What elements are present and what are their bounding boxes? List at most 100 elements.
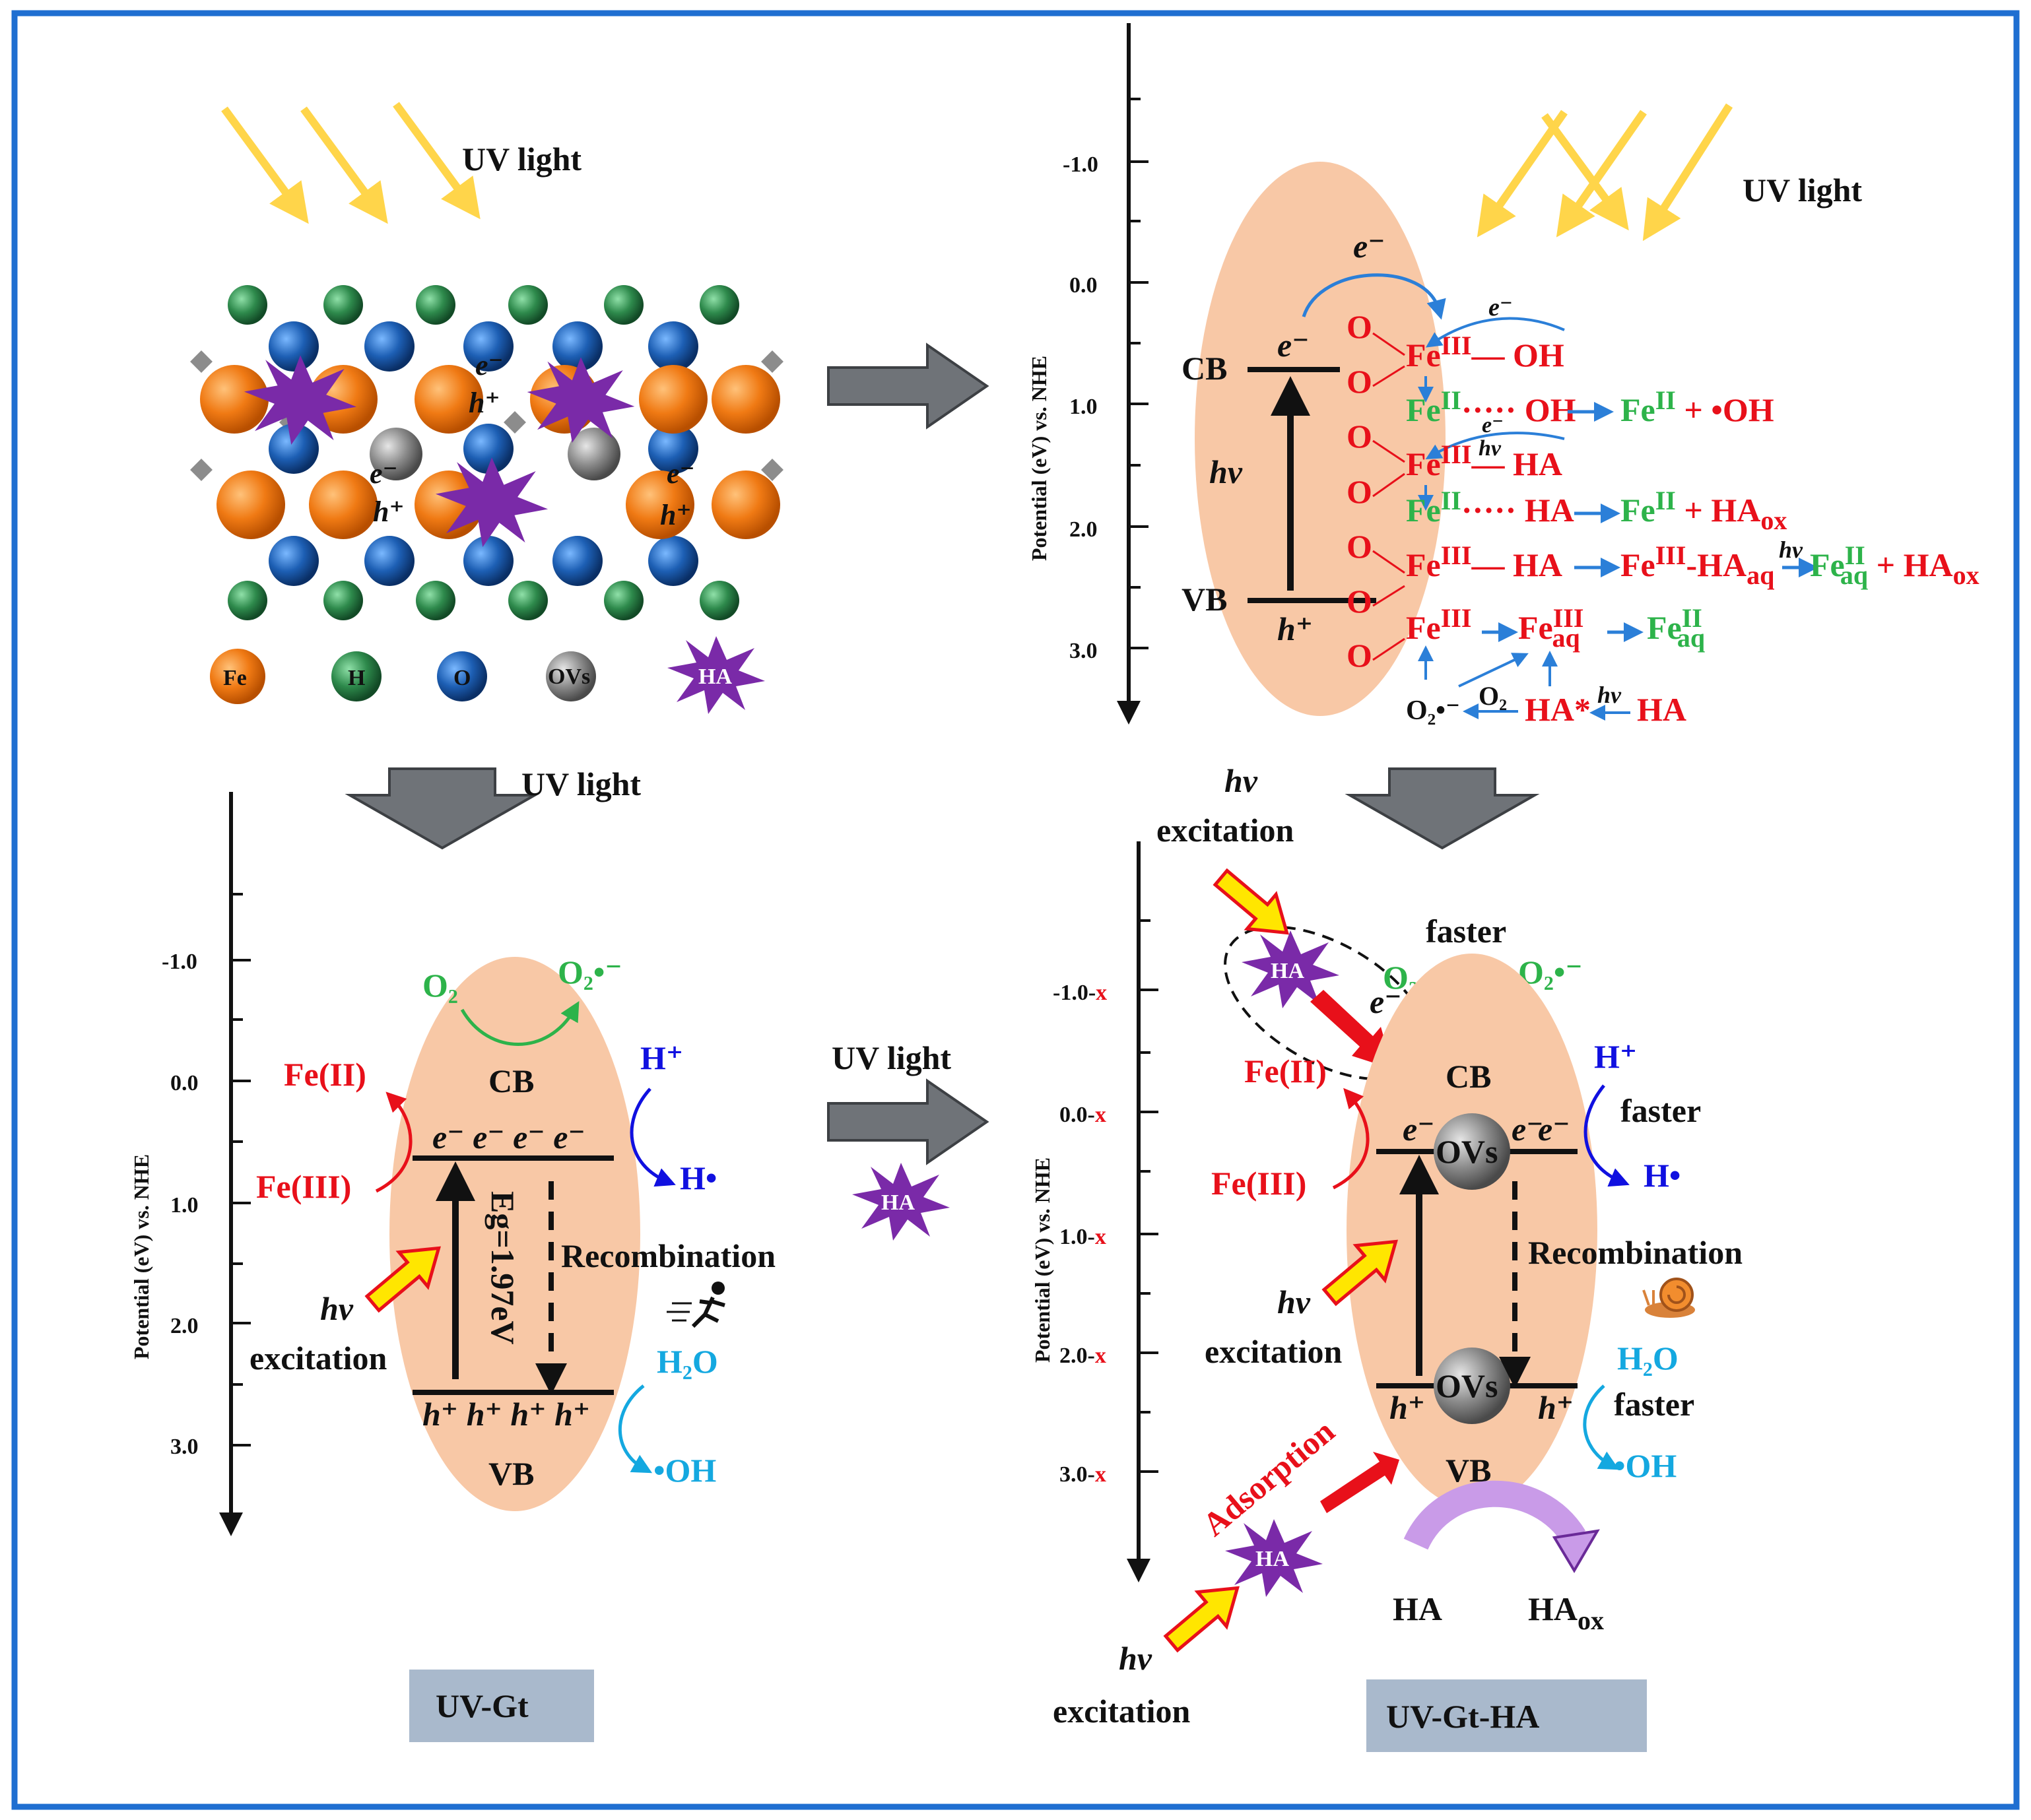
uvgt-h2o: H₂O [657,1343,718,1380]
uvgtha-e3: e⁻ [1538,1111,1570,1148]
lattice-h-atom [323,285,363,325]
lattice-h-atom [604,285,644,325]
legend-ovs: OVs [548,665,590,689]
bond-node [190,350,213,373]
uvgtha-panel: -1.0-x 0.0-x 1.0-x 2.0-x 3.0-x Potential… [1030,762,1743,1752]
lattice-electron: e⁻ [667,457,695,490]
lattice-h-atom [700,285,739,325]
uvgt-oh: •OH [653,1452,716,1489]
uvgt-excitation: excitation [250,1340,387,1377]
uvgtha-ellipse [1347,954,1597,1508]
lattice-h-atom [604,581,644,620]
electron-transfer-arrow [1302,273,1446,320]
lattice-o-atom [269,424,319,474]
particle-ellipse [1195,162,1446,716]
uvgtha-faster-2: faster [1620,1092,1701,1129]
row1: FeIII— OH [1406,331,1564,374]
uvgt-hv: hv [320,1290,354,1327]
snail-icon [1642,1278,1695,1318]
electron-injection-arrow [1310,990,1393,1069]
ha-excited: HA* [1525,691,1591,728]
uvgtha-tick-3: 3.0-x [1059,1462,1106,1487]
lattice-hole: h⁺ [469,387,500,419]
lattice-h-atom [508,285,548,325]
uvgtha-ovs-vb: OVs [1436,1367,1498,1404]
oxygen: O₂ [1479,681,1507,711]
lattice-o-atom [364,321,415,372]
uvgt-o2rad: O₂•⁻ [558,954,622,991]
uvgt-label-box [409,1670,594,1742]
uvgtha-tick-2: 2.0-x [1059,1344,1106,1368]
middle-ha: HA [881,1190,915,1215]
svg-text:hv: hv [1479,436,1502,461]
lattice-electron: e⁻ [370,457,398,490]
uvgt-axis-title: Potential (eV) vs. NHE [129,1154,153,1359]
uvgt-fe2: Fe(II) [284,1056,366,1093]
svg-text:O: O [1347,583,1372,620]
transfer-electron: e⁻ [1353,228,1385,265]
process-arrow-icon [827,1080,988,1164]
uvgtha-hdot: H• [1644,1157,1681,1194]
uvgtha-tick-1: 1.0-x [1059,1225,1106,1249]
lattice-h-atom [228,581,267,620]
lattice-h-atom [228,285,267,325]
tick-3: 3.0 [1069,639,1098,663]
row5-product: FeIII-HAaq [1620,540,1774,590]
excitation-arrow-icon [1157,1571,1251,1660]
uvgtha-oh: •OH [1614,1447,1677,1484]
lattice-o-atom [463,536,514,586]
uvgt-holes: h⁺ h⁺ h⁺ h⁺ [422,1396,590,1433]
lattice-uv-label: UV light [462,141,582,178]
row5: FeIII— HA [1406,540,1562,583]
uvgt-tick-1: 1.0 [170,1193,199,1218]
uvgt-electrons: e⁻ e⁻ e⁻ e⁻ [432,1119,585,1155]
uvgt-cb: CB [488,1062,534,1099]
uvgtha-h2o: H₂O [1617,1340,1679,1377]
uvgtha-label-box [1366,1679,1647,1752]
uvgt-tick-0: 0.0 [170,1071,199,1095]
bond-node [190,459,213,481]
legend-h: H [348,666,365,690]
lattice-o-atom [269,536,319,586]
svg-text:hv: hv [1779,536,1803,563]
lattice-ov-site [370,428,422,480]
uvgtha-hv-bottom: hv [1119,1640,1152,1677]
tick-0: 0.0 [1069,273,1098,298]
row4: FeII····· HA [1406,486,1574,529]
uvgtha-h2: h⁺ [1538,1389,1574,1426]
uvgtha-fe3: Fe(III) [1211,1165,1306,1202]
uvgtha-ha-adsorbed: HA [1255,1547,1289,1571]
ov-cb [1434,1113,1510,1190]
outer-frame [11,10,2020,1810]
uvgt-vb: VB [488,1455,534,1492]
bond-node [504,411,526,434]
lattice-o-atom [552,321,603,372]
uvgt-tick-m1: -1.0 [162,950,197,974]
uvgt-panel: -1.0 0.0 1.0 2.0 3.0 Potential (eV) vs. … [129,792,776,1742]
uvgtha-e2: e⁻ [1512,1111,1544,1148]
legend-ha: HA [698,665,732,689]
lattice-hole: h⁺ [660,499,692,531]
uvgtha-tick-m1: -1.0-x [1053,981,1107,1005]
lattice-h-atom [323,581,363,620]
row2: FeII····· OH [1406,385,1576,428]
ha-oxidation-arrow [1403,1480,1586,1551]
tick-1: 1.0 [1069,395,1098,419]
excitation-arrow-icon [1207,861,1301,950]
lattice-fe-atom [200,365,269,434]
bond-node [761,459,783,481]
row4-product: FeII + HAox [1620,486,1787,535]
axis-title: Potential (eV) vs. NHE [1027,356,1051,561]
lattice-legend: Fe H O OVs HA [210,636,765,714]
lattice-fe-atom [216,471,285,539]
svg-text:O: O [1347,363,1372,400]
row1-electron: e⁻ [1488,294,1513,321]
vb-hole: h⁺ [1277,610,1313,647]
uvgtha-excitation-bottom: excitation [1053,1693,1190,1730]
ha-ground: HA [1637,691,1686,728]
superoxide: O₂•⁻ [1406,696,1460,726]
lattice-o-atom [648,321,698,372]
uvgtha-ha: HA [1393,1590,1442,1627]
